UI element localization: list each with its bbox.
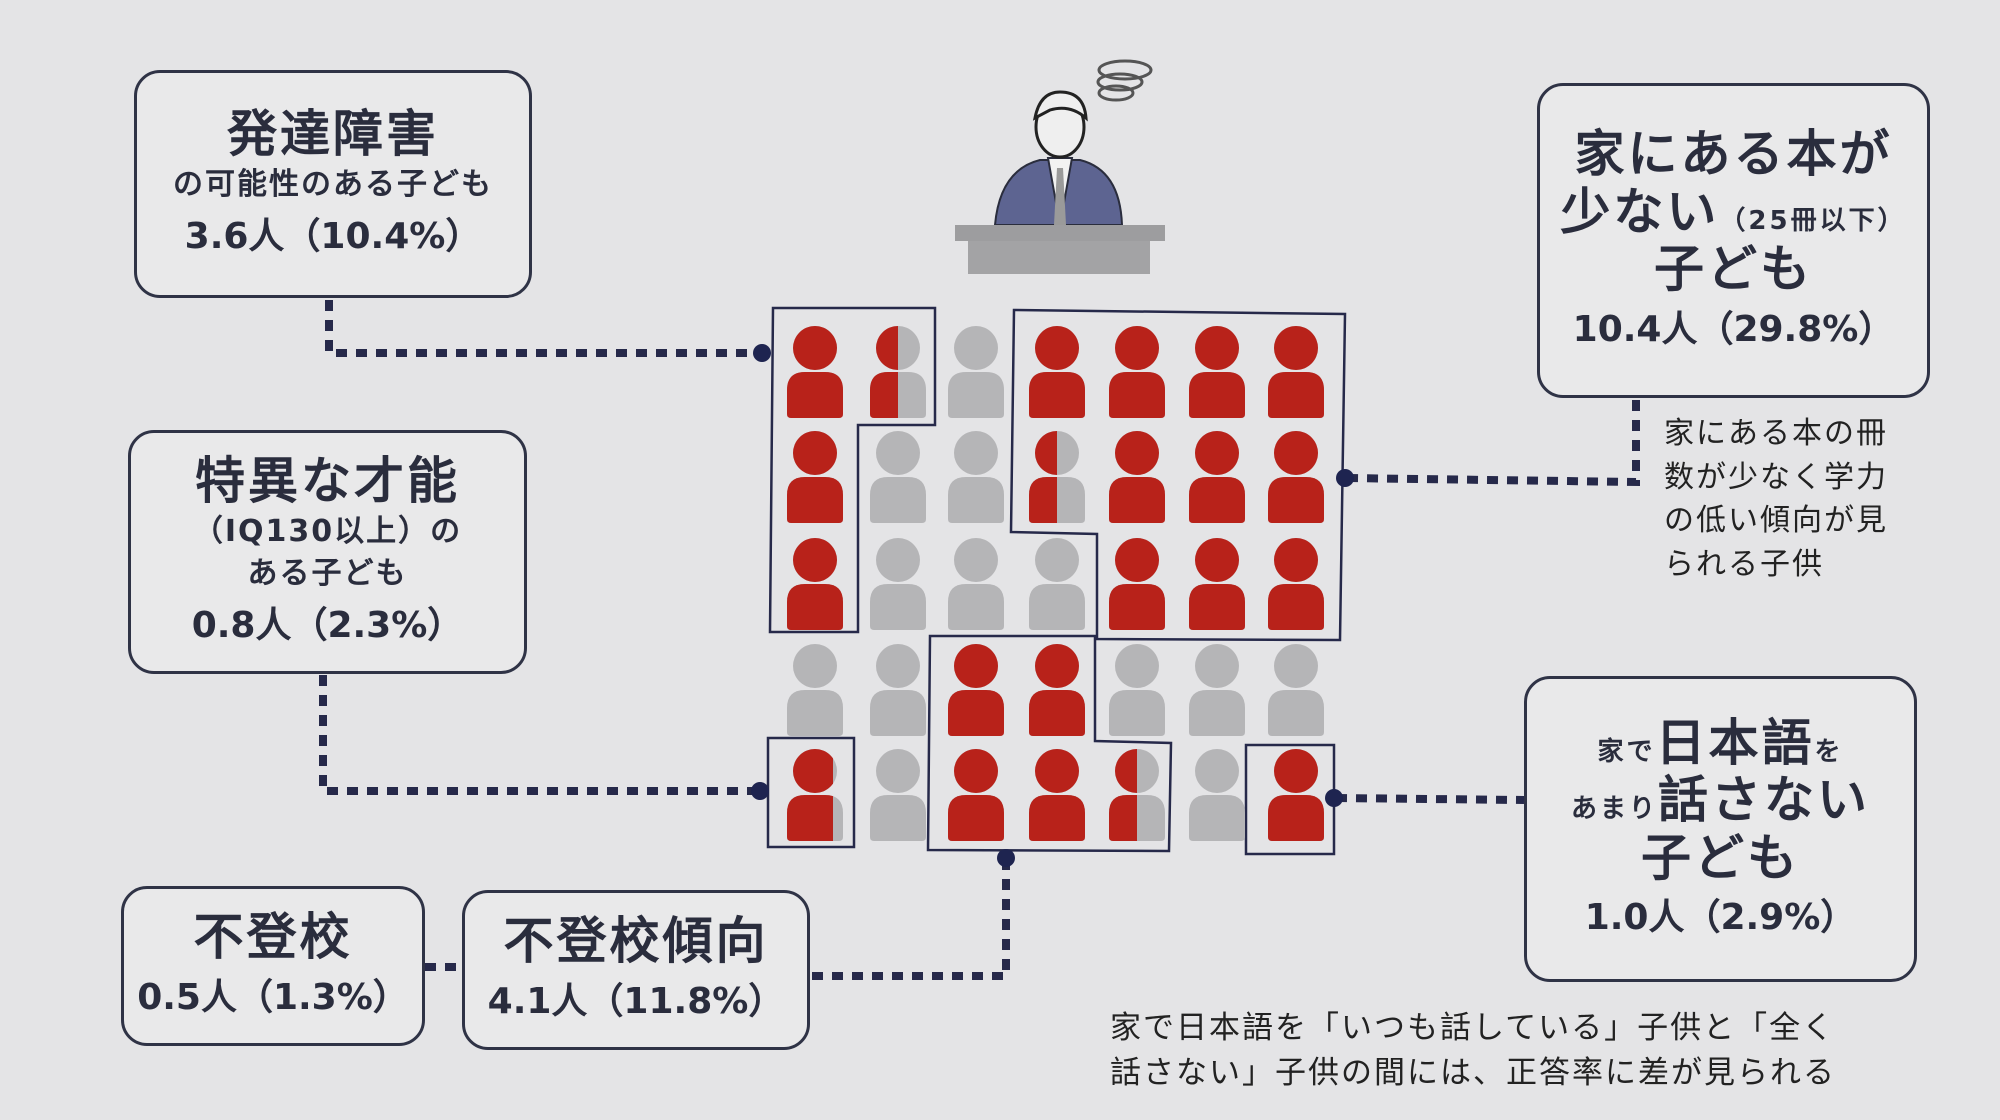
connector-developmental xyxy=(325,300,765,357)
child-icon xyxy=(1029,538,1085,630)
child-icon xyxy=(1109,326,1165,418)
box-subtitle: ある子ども xyxy=(247,555,408,591)
connector-lines xyxy=(319,300,1640,980)
child-icon xyxy=(1109,431,1165,523)
child-icon xyxy=(948,644,1004,736)
child-icon xyxy=(1109,538,1165,630)
child-icon xyxy=(948,749,1004,841)
box-title-line: あまり話さない xyxy=(1570,771,1870,830)
connector-dot xyxy=(751,782,769,800)
child-icon xyxy=(948,538,1004,630)
child-icon xyxy=(1189,431,1245,523)
child-icon xyxy=(1268,538,1324,630)
note-line: 話さない」子供の間には、正答率に差が見られる xyxy=(1110,1054,1836,1091)
japanese-box: 家で日本語を あまり話さない 子ども 1.0人（2.9%） xyxy=(1524,676,1917,982)
absent-box: 不登校 0.5人（1.3%） xyxy=(121,886,425,1046)
box-value: 0.8人（2.3%） xyxy=(191,604,464,646)
box-value: 0.5人（1.3%） xyxy=(137,976,409,1018)
box-title: 発達障害 xyxy=(227,105,439,164)
note-line: 数が少なく学力 xyxy=(1664,459,1888,495)
developmental-disability-box: 発達障害 の可能性のある子ども 3.6人（10.4%） xyxy=(134,70,532,298)
child-icon xyxy=(870,326,926,418)
child-icon xyxy=(787,431,843,523)
box-title: 子ども xyxy=(1654,240,1813,299)
books-note: 家にある本の冊 数が少なく学力 の低い傾向が見 られる子供 xyxy=(1664,412,1888,586)
child-icon xyxy=(1189,644,1245,736)
group-outline-absent-tendency xyxy=(926,634,1173,853)
japanese-note: 家で日本語を「いつも話している」子供と「全く 話さない」子供の間には、正答率に差… xyxy=(1110,1006,1836,1096)
box-value: 10.4人（29.8%） xyxy=(1572,308,1895,350)
connector-dot xyxy=(997,849,1015,867)
child-icon xyxy=(1109,749,1165,841)
box-value: 1.0人（2.9%） xyxy=(1584,897,1857,939)
child-icon xyxy=(870,749,926,841)
note-line: られる子供 xyxy=(1664,546,1824,582)
box-title: 話さない xyxy=(1658,771,1870,830)
box-subtitle: あまり xyxy=(1570,794,1658,825)
box-subtitle: （IQ130以上）の xyxy=(192,513,463,549)
group-outline-developmental xyxy=(768,306,937,634)
child-icon xyxy=(948,326,1004,418)
child-icon xyxy=(1268,749,1324,841)
child-icon xyxy=(787,538,843,630)
connector-gifted xyxy=(319,675,761,795)
child-icon xyxy=(1109,644,1165,736)
few-books-box: 家にある本が 少ない（25冊以下） 子ども 10.4人（29.8%） xyxy=(1537,83,1930,398)
box-value: 3.6人（10.4%） xyxy=(184,215,482,257)
connector-japanese xyxy=(1335,794,1525,804)
child-icon xyxy=(1029,749,1085,841)
absent-tendency-box: 不登校傾向 4.1人（11.8%） xyxy=(462,890,810,1050)
child-icon xyxy=(948,431,1004,523)
note-line: 家で日本語を「いつも話している」子供と「全く xyxy=(1110,1010,1836,1046)
child-icon xyxy=(870,538,926,630)
box-title-line: 家で日本語を xyxy=(1597,713,1844,773)
connector-dot xyxy=(753,344,771,362)
child-icon xyxy=(1029,431,1085,523)
child-icon xyxy=(787,326,843,418)
child-icon xyxy=(1268,326,1324,418)
note-line: 家にある本の冊 xyxy=(1664,416,1888,451)
dizzy-swirl-icon xyxy=(1096,59,1153,102)
child-icon xyxy=(1189,326,1245,418)
box-subtitle: を xyxy=(1814,736,1844,767)
box-title: 不登校傾向 xyxy=(503,912,769,971)
group-outline-few-books xyxy=(1009,308,1347,642)
box-subtitle: （25冊以下） xyxy=(1719,205,1907,236)
connector-few-books xyxy=(1345,400,1640,487)
child-icon xyxy=(870,644,926,736)
box-subtitle: 家で xyxy=(1597,736,1656,767)
child-icon xyxy=(787,749,843,841)
connector-absent-tendency xyxy=(812,858,1010,980)
gifted-box: 特異な才能 （IQ130以上）の ある子ども 0.8人（2.3%） xyxy=(128,430,527,674)
child-icon xyxy=(1029,326,1085,418)
connector-dot xyxy=(1336,469,1354,487)
connector-dot xyxy=(1325,789,1343,807)
child-icon xyxy=(787,644,843,736)
box-title: 子ども xyxy=(1641,828,1800,887)
box-subtitle: の可能性のある子ども xyxy=(173,166,493,202)
child-icon xyxy=(1268,644,1324,736)
box-title-line: 少ない（25冊以下） xyxy=(1560,182,1907,242)
child-icon xyxy=(1268,431,1324,523)
note-line: の低い傾向が見 xyxy=(1664,503,1888,538)
box-title: 少ない xyxy=(1560,182,1720,241)
child-icon xyxy=(870,431,926,523)
box-title: 不登校 xyxy=(193,908,353,967)
child-icon xyxy=(1189,749,1245,841)
box-value: 4.1人（11.8%） xyxy=(487,980,785,1022)
teacher-illustration xyxy=(955,59,1165,274)
box-title: 日本語 xyxy=(1655,713,1815,772)
child-icon xyxy=(1029,644,1085,736)
box-title: 家にある本が xyxy=(1574,125,1893,184)
child-icon xyxy=(1189,538,1245,630)
box-title: 特異な才能 xyxy=(195,452,460,511)
